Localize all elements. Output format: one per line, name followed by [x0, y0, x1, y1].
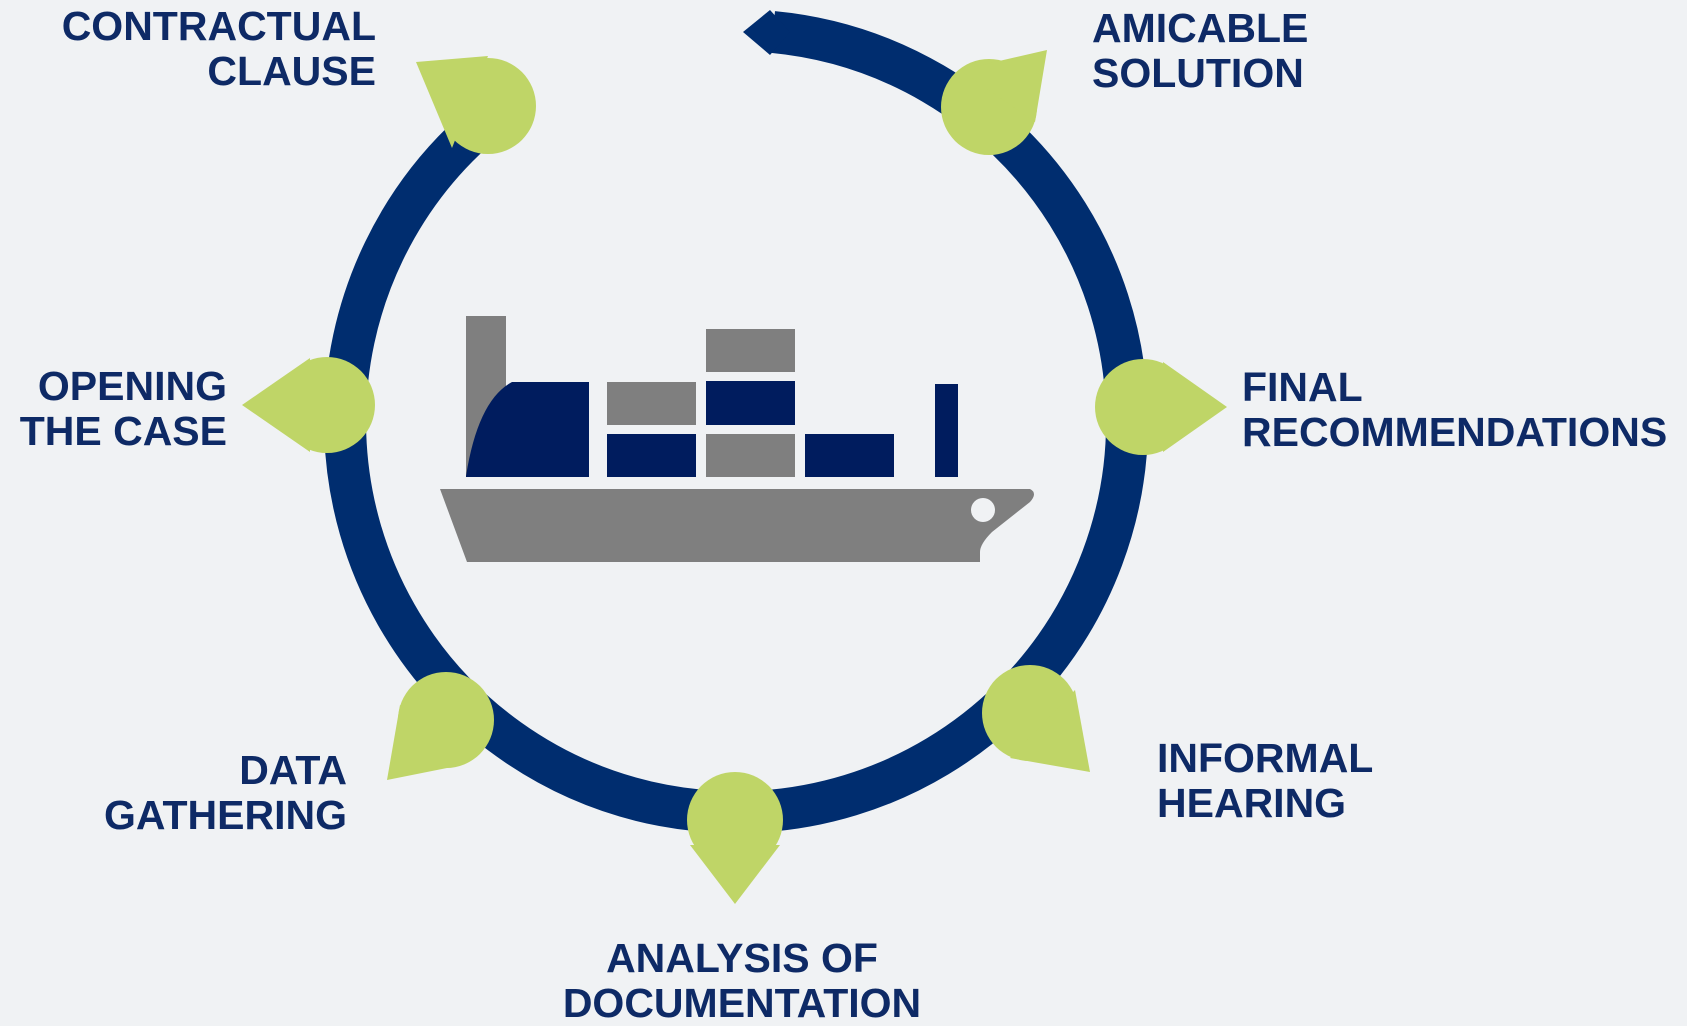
marker-informal-hearing-icon	[982, 665, 1090, 772]
step-label-line: ANALYSIS OF	[606, 935, 878, 981]
step-label-informal-hearing: INFORMAL HEARING	[1157, 736, 1373, 826]
marker-opening-the-case-icon	[242, 357, 375, 453]
step-label-line: HEARING	[1157, 780, 1347, 826]
marker-analysis-of-documentation-icon	[687, 772, 783, 904]
marker-contractual-clause-icon	[416, 56, 536, 154]
step-label-line: THE CASE	[19, 408, 227, 454]
cycle-arrow-head-icon	[743, 10, 790, 55]
step-label-final-recommendations: FINAL RECOMMENDATIONS	[1242, 365, 1667, 455]
step-label-line: DOCUMENTATION	[562, 980, 922, 1026]
step-label-line: DATA	[239, 747, 347, 793]
step-label-line: SOLUTION	[1092, 50, 1304, 96]
step-label-line: AMICABLE	[1092, 5, 1309, 51]
step-label-line: GATHERING	[104, 792, 347, 838]
step-label-amicable-solution: AMICABLE SOLUTION	[1092, 6, 1308, 96]
step-label-line: CLAUSE	[207, 48, 376, 94]
step-label-line: CONTRACTUAL	[61, 3, 376, 49]
step-label-data-gathering: DATA GATHERING	[104, 748, 347, 838]
marker-amicable-solution-icon	[941, 50, 1047, 155]
step-label-line: FINAL	[1242, 364, 1363, 410]
step-label-analysis-of-documentation: ANALYSIS OF DOCUMENTATION	[542, 936, 942, 1026]
step-label-line: RECOMMENDATIONS	[1242, 409, 1668, 455]
step-label-opening-the-case: OPENING THE CASE	[20, 364, 227, 454]
step-label-line: INFORMAL	[1157, 735, 1374, 781]
step-label-line: OPENING	[37, 363, 227, 409]
marker-final-recommendations-icon	[1095, 359, 1227, 455]
step-label-contractual-clause: CONTRACTUAL CLAUSE	[62, 4, 376, 94]
marker-data-gathering-icon	[387, 672, 494, 780]
container-ship-icon	[440, 316, 1034, 562]
